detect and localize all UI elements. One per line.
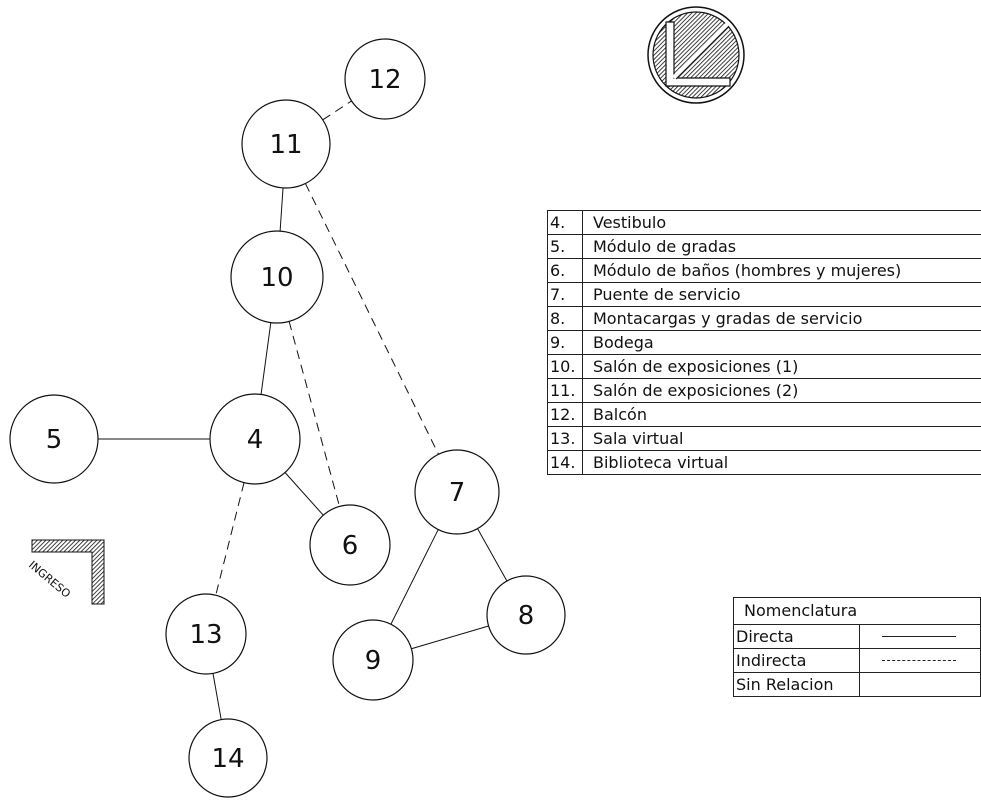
node-label: 8 bbox=[518, 601, 535, 631]
legend-number: 7. bbox=[547, 282, 583, 307]
node-circle bbox=[486, 575, 566, 655]
ingreso-label: INGRESO bbox=[26, 558, 73, 600]
nomenclatura-row: Sin Relacion bbox=[733, 672, 981, 697]
node-label: 10 bbox=[260, 263, 293, 293]
legend-name: Salón de exposiciones (1) bbox=[582, 354, 981, 379]
node-13: 13 bbox=[165, 593, 247, 675]
nomenclatura-table: Nomenclatura Directa Indirecta Sin Relac… bbox=[733, 597, 981, 697]
legend-name: Módulo de baños (hombres y mujeres) bbox=[582, 258, 981, 283]
edge-4-13 bbox=[215, 482, 245, 596]
edge-7-8 bbox=[477, 528, 508, 582]
edge-9-8 bbox=[411, 625, 489, 650]
node-5: 5 bbox=[9, 394, 99, 484]
node-12: 12 bbox=[344, 38, 426, 120]
nomenclatura-label: Directa bbox=[733, 624, 860, 649]
legend-number: 14. bbox=[547, 450, 583, 475]
node-circle bbox=[309, 504, 391, 586]
legend-row: 9.Bodega bbox=[547, 330, 981, 355]
nomenclatura-label: Sin Relacion bbox=[733, 672, 860, 697]
nomenclatura-row: Indirecta bbox=[733, 648, 981, 673]
node-label: 6 bbox=[342, 531, 359, 561]
legend-row: 6.Módulo de baños (hombres y mujeres) bbox=[547, 258, 981, 283]
edge-11-12 bbox=[322, 100, 352, 121]
node-7: 7 bbox=[414, 449, 500, 535]
legend-row: 5.Módulo de gradas bbox=[547, 234, 981, 259]
edge-11-7 bbox=[304, 183, 439, 455]
node-9: 9 bbox=[332, 619, 414, 701]
node-label: 7 bbox=[449, 478, 466, 508]
legend-row: 8.Montacargas y gradas de servicio bbox=[547, 306, 981, 331]
legend-name: Módulo de gradas bbox=[582, 234, 981, 259]
legend-row: 11.Salón de exposiciones (2) bbox=[547, 378, 981, 403]
nodes: 4 5 6 7 8 9 10 11 12 13 14 bbox=[9, 38, 566, 798]
legend-number: 13. bbox=[547, 426, 583, 451]
legend-name: Balcón bbox=[582, 402, 981, 427]
legend-number: 5. bbox=[547, 234, 583, 259]
edge-13-14 bbox=[212, 673, 222, 720]
ingreso-marker: INGRESO bbox=[26, 539, 105, 605]
node-circle bbox=[165, 593, 247, 675]
node-label: 13 bbox=[189, 620, 222, 650]
node-circle bbox=[230, 230, 324, 324]
legend-row: 4.Vestibulo bbox=[547, 210, 981, 235]
node-circle bbox=[209, 393, 301, 485]
legend-row: 13.Sala virtual bbox=[547, 426, 981, 451]
node-label: 4 bbox=[247, 425, 264, 455]
legend-name: Montacargas y gradas de servicio bbox=[582, 306, 981, 331]
legend-number: 10. bbox=[547, 354, 583, 379]
legend-number: 12. bbox=[547, 402, 583, 427]
legend-row: 14.Biblioteca virtual bbox=[547, 450, 981, 475]
indirecta-symbol bbox=[859, 648, 981, 673]
legend-number: 11. bbox=[547, 378, 583, 403]
legend-number: 6. bbox=[547, 258, 583, 283]
node-6: 6 bbox=[309, 504, 391, 586]
node-4: 4 bbox=[209, 393, 301, 485]
legend-row: 12.Balcón bbox=[547, 402, 981, 427]
legend-name: Vestibulo bbox=[582, 210, 981, 235]
node-label: 5 bbox=[46, 425, 63, 455]
legend-name: Puente de servicio bbox=[582, 282, 981, 307]
directa-symbol bbox=[859, 624, 981, 649]
node-11: 11 bbox=[241, 99, 331, 189]
node-circle bbox=[9, 394, 99, 484]
nomenclatura-row: Directa bbox=[733, 624, 981, 649]
node-circle bbox=[414, 449, 500, 535]
legend-row: 10.Salón de exposiciones (1) bbox=[547, 354, 981, 379]
node-circle bbox=[188, 718, 268, 798]
node-8: 8 bbox=[486, 575, 566, 655]
edge-4-6 bbox=[284, 472, 324, 516]
legend-name: Biblioteca virtual bbox=[582, 450, 981, 475]
node-label: 14 bbox=[211, 744, 244, 774]
edge-10-6 bbox=[288, 321, 340, 507]
legend-number: 4. bbox=[547, 210, 583, 235]
sin-relacion-symbol bbox=[859, 672, 981, 697]
legend-number: 8. bbox=[547, 306, 583, 331]
edges bbox=[98, 100, 508, 720]
node-10: 10 bbox=[230, 230, 324, 324]
nomenclatura-label: Indirecta bbox=[733, 648, 860, 673]
edge-11-10 bbox=[279, 187, 284, 232]
edge-7-9 bbox=[390, 529, 439, 625]
node-label: 12 bbox=[368, 65, 401, 95]
node-14: 14 bbox=[188, 718, 268, 798]
node-label: 9 bbox=[365, 646, 382, 676]
node-label: 11 bbox=[269, 130, 302, 160]
nomenclatura-title: Nomenclatura bbox=[733, 597, 981, 625]
edge-10-4 bbox=[260, 322, 272, 395]
legend-name: Salón de exposiciones (2) bbox=[582, 378, 981, 403]
legend-number: 9. bbox=[547, 330, 583, 355]
node-circle bbox=[241, 99, 331, 189]
legend-name: Bodega bbox=[582, 330, 981, 355]
node-circle bbox=[344, 38, 426, 120]
node-circle bbox=[332, 619, 414, 701]
north-logo-icon bbox=[647, 6, 745, 104]
legend-name: Sala virtual bbox=[582, 426, 981, 451]
legend-row: 7.Puente de servicio bbox=[547, 282, 981, 307]
